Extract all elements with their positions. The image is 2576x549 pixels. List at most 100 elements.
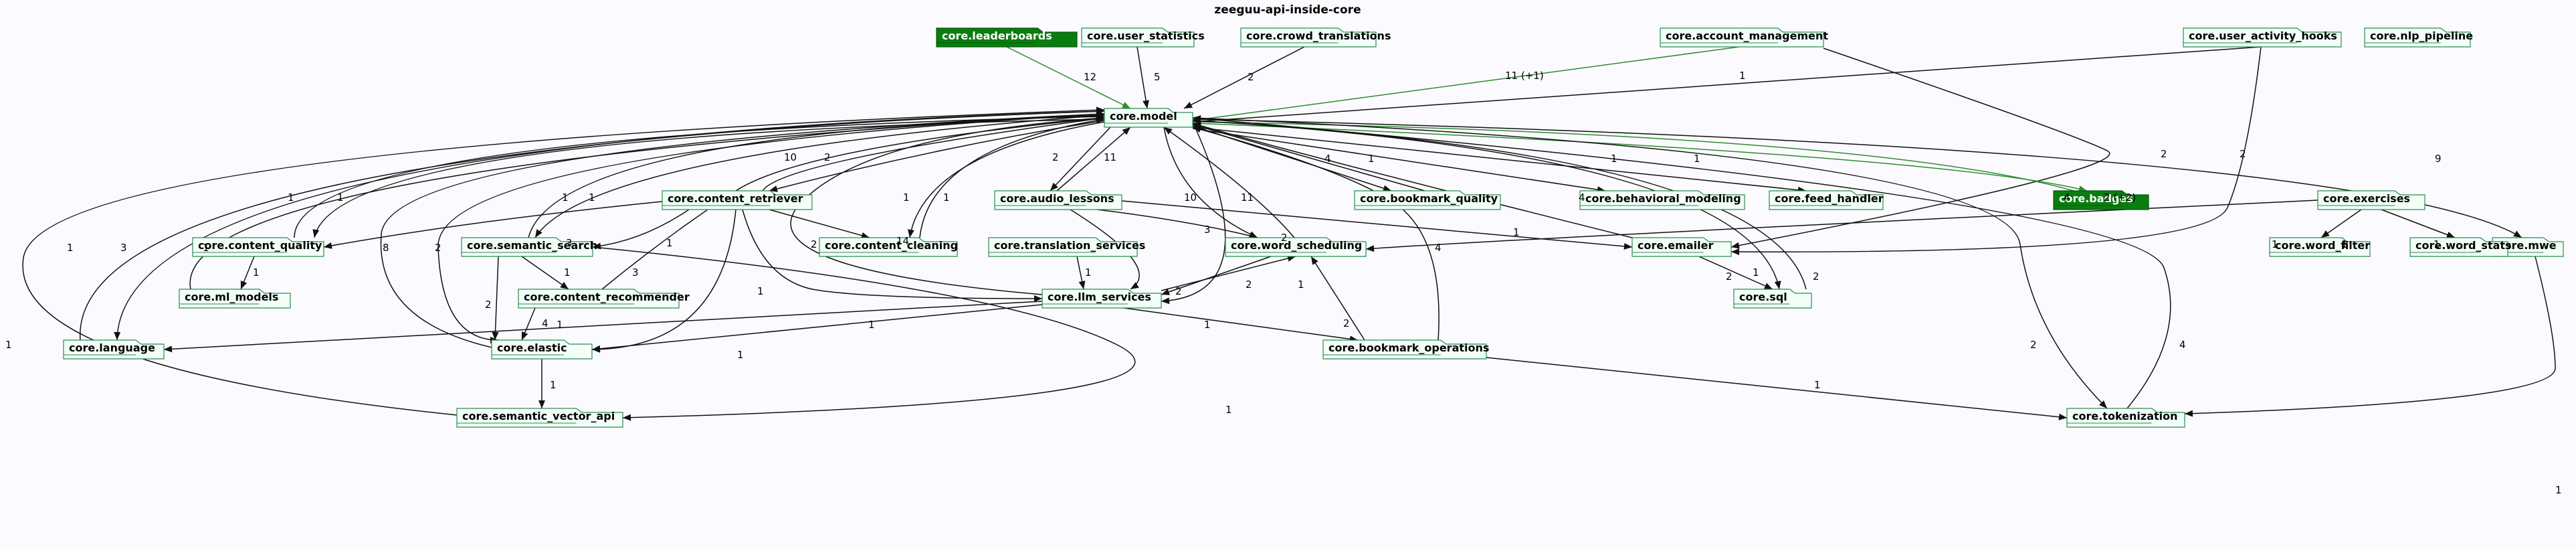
package-label: core.nlp_pipeline (2370, 29, 2473, 42)
package-semantic-search[interactable]: core.semantic_search (461, 237, 597, 257)
package-crowd-translations[interactable]: core.crowd_translations (1240, 27, 1391, 48)
package-label: core.word_scheduling (1231, 239, 1362, 252)
edge-content_retriever-to-model (762, 117, 1105, 191)
edge-content_quality-to-model (294, 116, 1105, 238)
edge-label-audio_lessons-to-model: 11 (1104, 151, 1116, 163)
arrowhead-llm_services-to-language (164, 345, 173, 353)
package-emailer[interactable]: core.emailer (1631, 237, 1732, 257)
edge-label-model-to-behavioral_modeling: 1 (1611, 153, 1617, 165)
edge-label-semantic_search-to-content_recommender: 1 (564, 266, 571, 279)
package-shape (1733, 289, 1812, 309)
package-content-retriever[interactable]: core.content_retriever (662, 190, 813, 210)
package-shape (2364, 27, 2471, 48)
edge-label-model-to-mwe: 9 (2435, 153, 2442, 165)
package-language[interactable]: core.language (63, 339, 165, 360)
arrowhead-content_retriever-to-content_quality (324, 242, 332, 249)
package-translation-services[interactable]: core.translation_services (988, 237, 1145, 257)
arrowhead-user_activity_hooks-to-emailer (1731, 248, 1740, 256)
package-label: core.badges (2059, 192, 2133, 205)
package-account-management[interactable]: core.account_management (1660, 27, 1828, 48)
edge-label-audio_lessons-to-word_scheduling: 3 (1204, 224, 1211, 236)
edge-account_management-to-model (1192, 46, 1740, 121)
package-shape (2183, 27, 2342, 48)
package-elastic[interactable]: core.elastic (491, 339, 593, 360)
package-user-statistics[interactable]: core.user_statistics (1081, 27, 1205, 48)
arrowhead-semantic_search-to-content_recommender (560, 282, 569, 289)
arrowhead-exercises-to-word_scheduling (1366, 245, 1375, 252)
edge-label-account_management-to-emailer: 2 (2161, 148, 2167, 160)
package-exercises[interactable]: core.exercises (2317, 190, 2425, 210)
package-tokenization[interactable]: core.tokenization (2066, 408, 2185, 428)
arrowhead-model-to-tokenization (2098, 400, 2107, 408)
package-label: core.user_activity_hooks (2189, 29, 2337, 42)
arrowhead-semantic_search-to-semantic_vector_api (623, 414, 631, 421)
edge-bookmark_operations-to-tokenization (1486, 357, 2068, 418)
arrowhead-leaderboards-to-model (1122, 102, 1130, 108)
package-shape (994, 190, 1122, 210)
arrowhead-model-to-content_cleaning (907, 229, 914, 238)
package-user-activity-hooks[interactable]: core.user_activity_hooks (2183, 27, 2342, 48)
package-label: core.user_statistics (1087, 29, 1205, 42)
edge-account_management-to-emailer (1730, 48, 2110, 248)
arrowhead-exercises-to-word_stats (2446, 232, 2455, 238)
diagram-title: zeeguu-api-inside-core (1214, 3, 1361, 17)
package-llm-services[interactable]: core.llm_services (1042, 289, 1162, 309)
package-semantic-vector-api[interactable]: core.semantic_vector_api (456, 408, 623, 428)
edge-label-elastic-to-semantic_vector_api: 1 (550, 379, 557, 391)
arrowhead-model-to-mwe (2513, 230, 2522, 238)
package-word-filter[interactable]: core.word_filter (2269, 237, 2371, 257)
package-leaderboards[interactable]: core.leaderboards (936, 27, 1078, 48)
package-shape (662, 190, 813, 210)
edge-user_activity_hooks-to-model (1192, 46, 2262, 123)
edge-label-language-to-model: 1 (67, 242, 74, 254)
edge-label-translation_services-to-llm_services: 1 (1085, 266, 1092, 279)
edges-layer (22, 46, 2556, 421)
package-audio-lessons[interactable]: core.audio_lessons (994, 190, 1122, 210)
edge-exercises-to-word_scheduling (1365, 200, 2318, 250)
package-label: core.word_stats (2415, 239, 2512, 252)
edge-tokenization-to-model (1192, 117, 2171, 409)
package-content-recommender[interactable]: core.content_recommender (518, 289, 690, 309)
package-sql[interactable]: core.sql (1733, 289, 1812, 309)
edge-label-bookmark_operations-to-word_scheduling: 2 (1343, 317, 1350, 329)
edge-model-to-badges (1192, 123, 2088, 191)
edge-label-llm_services-to-model: 14 (896, 235, 909, 247)
package-shape (2409, 237, 2508, 257)
package-word-scheduling[interactable]: core.word_scheduling (1225, 237, 1367, 257)
edge-label-content_quality-to-ml_models: 1 (253, 266, 260, 279)
package-badges[interactable]: core.badges (2053, 190, 2149, 210)
arrowhead-audio_lessons-to-emailer (1623, 242, 1632, 250)
package-shape (491, 339, 593, 360)
edge-content_retriever-to-llm_services (742, 209, 1043, 299)
package-label: core.semantic_search (467, 239, 597, 252)
arrowhead-user_statistics-to-model (1143, 100, 1150, 108)
edge-user_statistics-to-model (1136, 46, 1148, 109)
package-feed-handler[interactable]: core.feed_handler (1769, 190, 1884, 210)
edge-bookmark_operations-to-word_scheduling (1310, 256, 1365, 341)
package-content-cleaning[interactable]: core.content_cleaning (819, 237, 958, 257)
package-bookmark-operations[interactable]: core.bookmark_operations (1322, 339, 1489, 360)
edge-llm_services-to-language (163, 301, 1043, 350)
package-bookmark-quality[interactable]: core.bookmark_quality (1354, 190, 1501, 210)
package-ml-models[interactable]: core.ml_models (179, 289, 291, 309)
package-word-stats[interactable]: core.word_stats (2409, 237, 2512, 257)
edge-user_activity_hooks-to-emailer (1730, 46, 2262, 252)
arrowhead-model-to-content_quality (312, 229, 320, 238)
package-nlp-pipeline[interactable]: core.nlp_pipeline (2364, 27, 2473, 48)
edge-label-exercises-to-word_scheduling: 1 (2272, 238, 2278, 250)
package-behavioral-modeling[interactable]: core.behavioral_modeling (1579, 190, 1745, 210)
package-shape (2053, 190, 2149, 210)
package-mwe[interactable]: core.mwe (2492, 237, 2564, 257)
package-content-quality[interactable]: core.content_quality (192, 237, 324, 257)
edge-label-badges-to-model: 4 (2064, 191, 2070, 204)
edge-label-content_recommender-to-model: 3 (632, 266, 639, 279)
arrowhead-content_retriever-to-llm_services (1034, 295, 1042, 302)
package-model[interactable]: core.model (1104, 108, 1193, 128)
package-shape (819, 237, 958, 257)
edge-emailer-to-sql (1698, 256, 1773, 290)
edge-label-word_scheduling-to-model: 11 (1241, 191, 1254, 204)
package-label: core.bookmark_operations (1328, 341, 1489, 354)
edge-label-content_retriever-to-content_quality: 3 (566, 237, 573, 249)
edge-model-to-word_scheduling (1163, 127, 1258, 238)
package-label: core.bookmark_quality (1360, 192, 1498, 205)
